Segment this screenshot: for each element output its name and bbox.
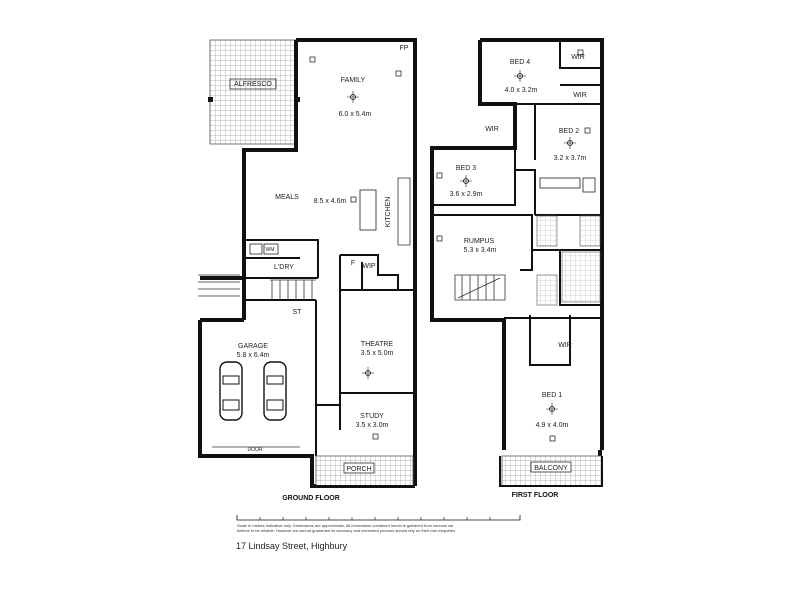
rumpus-label: RUMPUS: [464, 238, 495, 245]
porch-label: PORCH: [346, 466, 371, 473]
first-floor-title: FIRST FLOOR: [512, 492, 559, 499]
bed1-dim: 4.9 x 4.0m: [536, 422, 569, 429]
bed3-dim: 3.6 x 2.9m: [450, 191, 483, 198]
ceiling-light-icon: [347, 91, 359, 103]
wir-bed4-label: WIR: [571, 54, 585, 61]
first-floor-plan: BED 4 4.0 x 3.2m WIR WIR BED 2 3.2 x 3.7…: [430, 38, 604, 487]
garage-dim: 5.8 x 6.4m: [237, 352, 270, 359]
ceiling-light-icon: [362, 367, 374, 379]
garage-label: GARAGE: [238, 343, 268, 350]
theatre-dim: 3.5 x 5.0m: [361, 350, 394, 357]
living-dim: 8.5 x 4.6m: [314, 198, 347, 205]
disclaimer-line-2: believe to be reliable. However we canno…: [237, 528, 456, 533]
study-dim: 3.5 x 3.0m: [356, 422, 389, 429]
disclaimer-line-1: Scale in metres Indicative only. Dimensi…: [237, 523, 454, 528]
garage-car-icon-right: [263, 361, 287, 421]
garage-car-icon-left: [219, 361, 243, 421]
ground-floor-plan: ALFRESCO FAMILY 6.0 x 5.4m FP MEALS 8.5 …: [198, 38, 417, 488]
bed1-label: BED 1: [542, 392, 562, 399]
wir-bed3-label: WIR: [485, 126, 499, 133]
fridge-label: F: [351, 260, 355, 267]
laundry-label: L'DRY: [274, 264, 294, 271]
meals-label: MEALS: [275, 194, 299, 201]
alfresco-area: [209, 39, 297, 145]
kitchen-label: KITCHEN: [385, 197, 392, 228]
wir-bed1-label: WIR: [558, 342, 572, 349]
bed4-dim: 4.0 x 3.2m: [505, 87, 538, 94]
theatre-label: THEATRE: [361, 341, 393, 348]
alfresco-label: ALFRESCO: [234, 81, 272, 88]
kitchen-island: [359, 189, 377, 231]
bed4-label: BED 4: [510, 59, 530, 66]
store-label: ST: [293, 309, 303, 316]
balcony-label: BALCONY: [534, 465, 568, 472]
scale-bar: [236, 515, 521, 521]
ground-floor-title: GROUND FLOOR: [282, 495, 340, 502]
ceiling-light-icon: [546, 403, 558, 415]
bed2-label: BED 2: [559, 128, 579, 135]
fp-label: FP: [400, 45, 409, 52]
wir-bed2-label: WIR: [573, 92, 587, 99]
study-label: STUDY: [360, 413, 384, 420]
wip-label: WIP: [362, 263, 376, 270]
family-label: FAMILY: [341, 77, 366, 84]
garage-door-label: DOOR: [248, 447, 263, 453]
ceiling-light-icon: [564, 137, 576, 149]
bed3-label: BED 3: [456, 165, 476, 172]
ceiling-light-icon: [514, 70, 526, 82]
first-floor-outer-wall: [430, 38, 604, 456]
family-dim: 6.0 x 5.4m: [339, 111, 372, 118]
wm-label: WM: [266, 247, 275, 253]
rumpus-dim: 5.3 x 3.4m: [464, 247, 497, 254]
property-address: 17 Lindsay Street, Highbury: [236, 541, 348, 551]
ceiling-light-icon: [460, 175, 472, 187]
bed2-dim: 3.2 x 3.7m: [554, 155, 587, 162]
